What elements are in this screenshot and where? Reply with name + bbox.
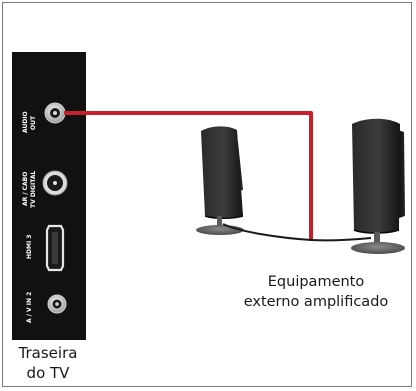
antenna-label-1: AR / CABO — [22, 172, 29, 206]
tv-caption-line-2: do TV — [26, 364, 70, 382]
port-labels: AUDIO OUT AR / CABO TV DIGITAL HDMI 3 A … — [22, 111, 37, 323]
audio-out-label-1: AUDIO — [22, 111, 29, 133]
tv-rear-caption: Traseira do TV — [8, 343, 88, 383]
equipment-caption-line-1: Equipamento — [267, 274, 365, 290]
speaker-wire — [222, 223, 372, 242]
audio-out-label-2: OUT — [30, 115, 37, 130]
tv-rear-panel — [12, 52, 86, 340]
coax-connector-icon[interactable] — [42, 170, 68, 196]
speaker-icon — [196, 126, 244, 235]
tv-caption-line-1: Traseira — [18, 344, 78, 362]
audio-cable — [64, 111, 313, 240]
speaker-icon — [351, 118, 405, 254]
antenna-label-2: TV DIGITAL — [30, 171, 37, 208]
hdmi-port-icon[interactable] — [45, 224, 65, 272]
equipment-caption: Equipamento externo amplificado — [226, 272, 406, 312]
rca-jack-icon[interactable] — [44, 102, 66, 124]
equipment-caption-line-2: externo amplificado — [243, 294, 389, 310]
hdmi-label: HDMI 3 — [26, 235, 33, 259]
rca-jack-icon[interactable] — [47, 294, 67, 314]
av-in-label: A / V IN 2 — [26, 292, 33, 323]
